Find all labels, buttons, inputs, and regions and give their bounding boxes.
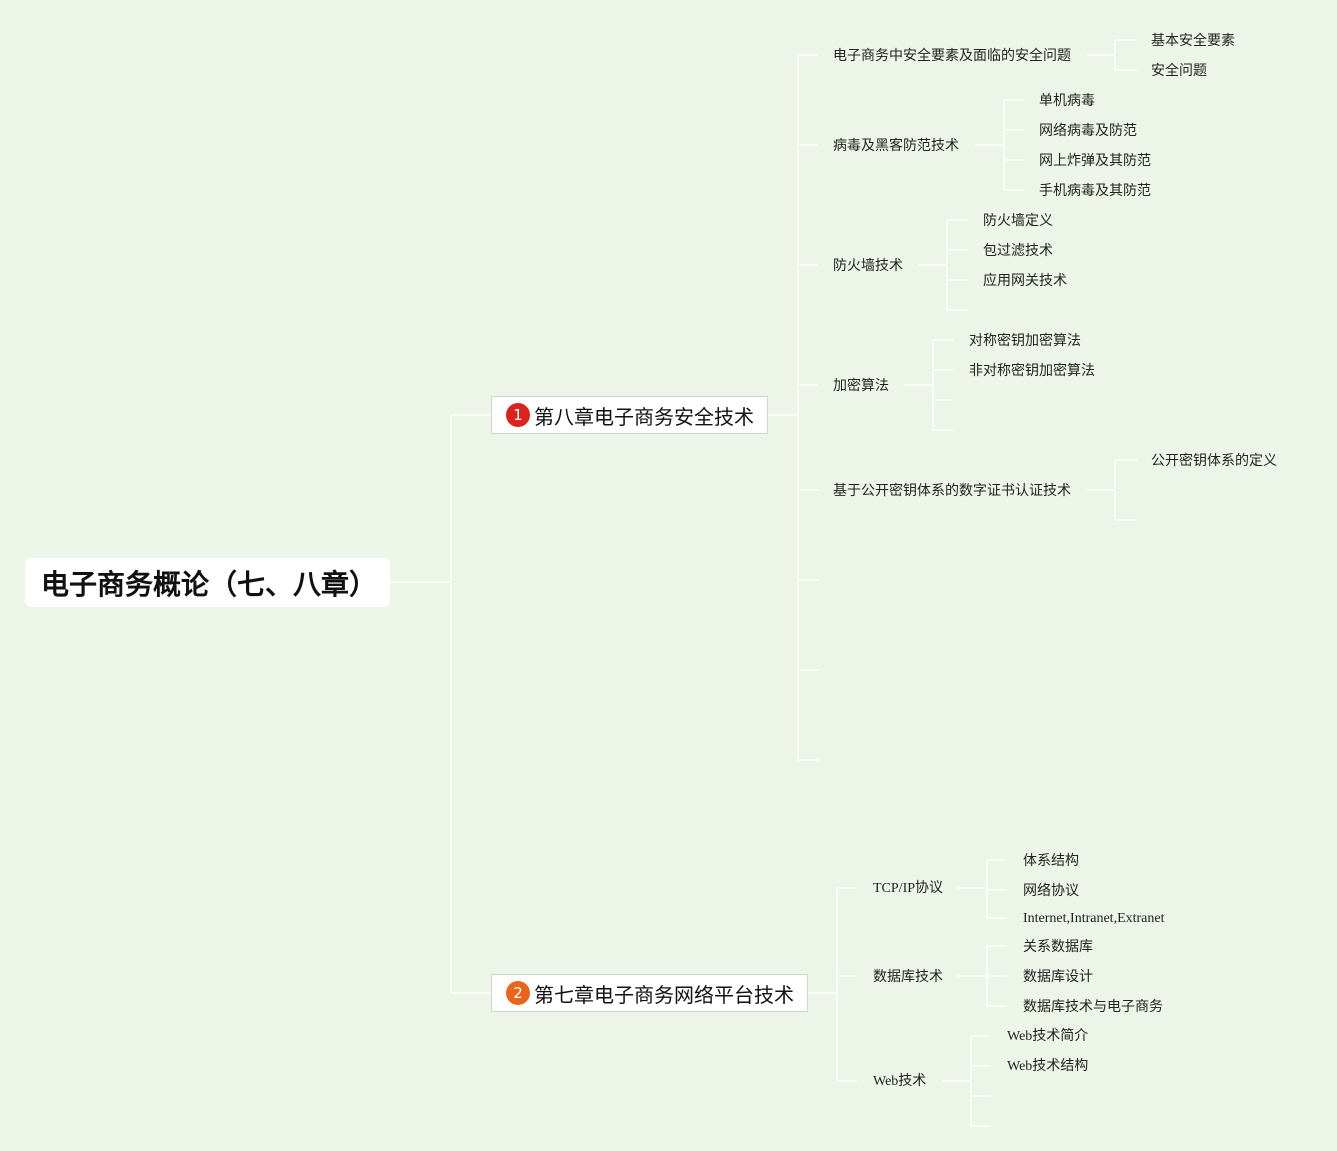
subtopic-relational-database[interactable]: 关系数据库 bbox=[1023, 939, 1093, 955]
topic-firewall[interactable]: 防火墙技术 bbox=[833, 258, 903, 274]
topic-security-elements[interactable]: 电子商务中安全要素及面临的安全问题 bbox=[833, 48, 1071, 64]
subtopic-security-issues[interactable]: 安全问题 bbox=[1151, 63, 1207, 79]
priority-2-marker-icon: 2 bbox=[506, 981, 530, 1005]
topic-web[interactable]: Web技术 bbox=[873, 1074, 927, 1089]
topic-digital-certificate[interactable]: 基于公开密钥体系的数字证书认证技术 bbox=[833, 483, 1071, 499]
root-node[interactable]: 电子商务概论（七、八章） bbox=[25, 558, 390, 607]
root-title: 电子商务概论（七、八章） bbox=[41, 567, 378, 601]
topic-tcpip[interactable]: TCP/IP协议 bbox=[873, 881, 944, 896]
subtopic-pki-definition[interactable]: 公开密钥体系的定义 bbox=[1151, 453, 1277, 469]
subtopic-database-design[interactable]: 数据库设计 bbox=[1023, 969, 1093, 985]
topic-virus-hacker-defense[interactable]: 病毒及黑客防范技术 bbox=[833, 138, 959, 154]
subtopic-firewall-definition[interactable]: 防火墙定义 bbox=[983, 213, 1053, 229]
subtopic-symmetric-encryption[interactable]: 对称密钥加密算法 bbox=[969, 333, 1081, 349]
chapter-7-node[interactable]: 2 第七章电子商务网络平台技术 bbox=[491, 974, 808, 1012]
chapter-7-title: 第七章电子商务网络平台技术 bbox=[534, 982, 794, 1007]
priority-1-marker-icon: 1 bbox=[506, 403, 530, 427]
topic-encryption[interactable]: 加密算法 bbox=[833, 378, 889, 394]
subtopic-asymmetric-encryption[interactable]: 非对称密钥加密算法 bbox=[969, 363, 1095, 379]
subtopic-packet-filter[interactable]: 包过滤技术 bbox=[983, 243, 1053, 259]
subtopic-standalone-virus[interactable]: 单机病毒 bbox=[1039, 93, 1095, 109]
subtopic-web-intro[interactable]: Web技术简介 bbox=[1007, 1029, 1089, 1044]
subtopic-database-ecommerce[interactable]: 数据库技术与电子商务 bbox=[1023, 999, 1163, 1015]
subtopic-mail-bomb[interactable]: 网上炸弹及其防范 bbox=[1039, 153, 1151, 169]
subtopic-network-virus[interactable]: 网络病毒及防范 bbox=[1039, 123, 1137, 139]
subtopic-web-structure[interactable]: Web技术结构 bbox=[1007, 1059, 1089, 1074]
topic-database[interactable]: 数据库技术 bbox=[873, 969, 943, 985]
subtopic-basic-security-elements[interactable]: 基本安全要素 bbox=[1151, 33, 1235, 49]
chapter-8-node[interactable]: 1 第八章电子商务安全技术 bbox=[491, 396, 768, 434]
chapter-8-title: 第八章电子商务安全技术 bbox=[534, 404, 754, 429]
subtopic-internet-intranet-extranet[interactable]: Internet,Intranet,Extranet bbox=[1023, 911, 1165, 926]
subtopic-mobile-virus[interactable]: 手机病毒及其防范 bbox=[1039, 183, 1151, 199]
subtopic-app-gateway[interactable]: 应用网关技术 bbox=[983, 273, 1067, 289]
subtopic-architecture[interactable]: 体系结构 bbox=[1023, 853, 1079, 869]
subtopic-network-protocol[interactable]: 网络协议 bbox=[1023, 883, 1079, 899]
